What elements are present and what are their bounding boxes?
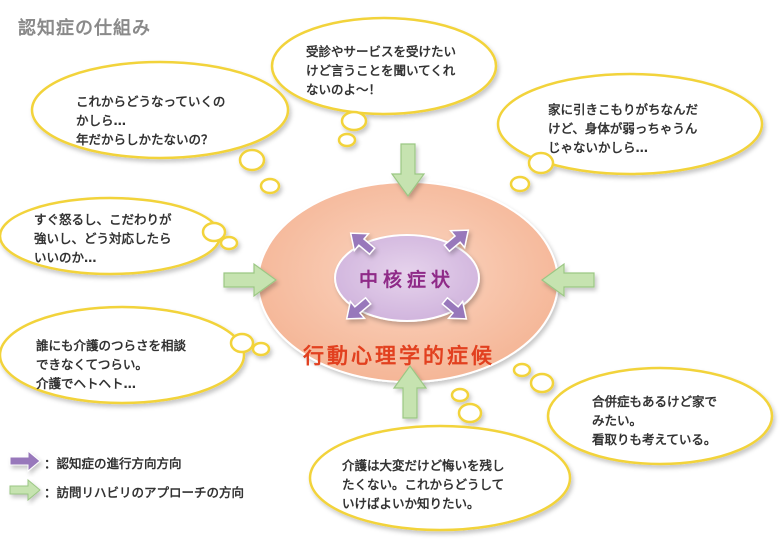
page-title: 認知症の仕組み	[18, 18, 151, 39]
bubble-line: けど言うことを聞いてくれ	[306, 63, 456, 78]
bubble-lower-right-tail-large	[529, 372, 555, 394]
bubble-bottom-center-tail-small	[450, 387, 470, 403]
legend-purple-label: ：認知症の進行方向方向	[44, 456, 182, 471]
bubble-top-left-text: これからどうなっていくの かしら… 年だからしかたないの？	[76, 92, 225, 149]
bubble-line: すぐ怒るし、こだわりが	[34, 212, 172, 227]
bubble-line: 年だからしかたないの？	[76, 132, 214, 147]
bubble-line: 受診やサービスを受けたい	[306, 44, 457, 59]
green-arrow-bottom-icon	[392, 364, 428, 419]
bubble-top-left	[30, 60, 290, 160]
bubble-line: 誰にも介護のつらさを相談	[36, 338, 187, 353]
bubble-top-left-tail-small	[259, 177, 281, 195]
bubble-line: じゃないかしら…	[548, 140, 649, 155]
bubble-top-center-tail-large	[340, 110, 368, 132]
bubble-lower-left	[0, 305, 246, 405]
bubble-lower-right-tail-small	[512, 362, 532, 378]
bubble-top-left-tail-large	[238, 148, 266, 172]
green-arrow-right-icon	[540, 262, 595, 298]
green-arrow-top-icon	[390, 143, 426, 198]
bubble-line: 介護でヘトヘト…	[36, 376, 137, 391]
purple-arrow-downleft-icon	[345, 296, 372, 320]
bubble-top-center	[270, 16, 498, 116]
legend-green-arrow-icon	[9, 478, 41, 502]
bubble-bottom-center-tail-large	[457, 402, 483, 424]
bubble-top-right-tail-large	[527, 151, 555, 175]
bubble-lower-right-text: 合併症もあるけど家で みたい。 看取りも考えている。	[592, 392, 717, 449]
bubble-line: 看取りも考えている。	[592, 432, 717, 447]
legend-green-label: ：訪問リハビリのアプローチの方向	[44, 485, 245, 500]
bubble-line: 合併症もあるけど家で	[592, 394, 718, 409]
bubble-line: 介護は大変だけど悔いを残し	[342, 458, 505, 473]
bubble-line: これからどうなっていくの	[76, 94, 226, 109]
bubble-lower-left-text: 誰にも介護のつらさを相談 できなくてつらい。 介護でヘトヘト…	[36, 336, 186, 393]
bubble-line: できなくてつらい。	[36, 357, 148, 372]
bubble-bottom-center-text: 介護は大変だけど悔いを残し たくない。これからどうして いけばよいか知りたい。	[342, 456, 505, 513]
bubble-line: けど、身体が弱っちゃうん	[548, 121, 698, 136]
bubble-line: たくない。これからどうして	[342, 477, 505, 492]
bubble-line: みたい。	[592, 413, 643, 428]
core-symptoms-label: 中核症状	[359, 269, 456, 291]
purple-arrow-upleft-icon	[349, 232, 376, 256]
bubble-mid-left-text: すぐ怒るし、こだわりが 強いし、どう対応したら いいのか…	[34, 210, 172, 267]
purple-arrow-upright-icon	[443, 229, 470, 253]
bubble-line: 強いし、どう対応したら	[34, 231, 172, 246]
purple-arrow-downright-icon	[441, 296, 468, 320]
bubble-lower-left-tail-large	[229, 332, 255, 354]
green-arrow-left-icon	[223, 262, 278, 298]
bpsd-label: 行動心理学的症候	[303, 344, 495, 368]
bubble-line: 家に引きこもりがちなんだ	[548, 102, 699, 117]
bubble-top-right-text: 家に引きこもりがちなんだ けど、身体が弱っちゃうん じゃないかしら…	[548, 100, 698, 157]
bubble-mid-left-tail-large	[201, 221, 227, 243]
bubble-mid-left-tail-small	[219, 235, 239, 251]
bubble-top-center-tail-small	[337, 132, 357, 148]
legend-purple-arrow-icon	[9, 449, 41, 473]
bubble-line: ないのよ～！	[306, 82, 382, 97]
bubble-lower-left-tail-small	[251, 341, 271, 357]
bubble-top-right	[496, 72, 764, 176]
bubble-line: いいのか…	[34, 250, 97, 265]
bubble-top-center-text: 受診やサービスを受けたい けど言うことを聞いてくれ ないのよ～！	[306, 42, 456, 99]
bubble-line: かしら…	[76, 113, 127, 128]
core-symptoms-ellipse	[334, 234, 480, 322]
bubble-top-right-tail-small	[509, 175, 531, 193]
bubble-line: いけばよいか知りたい。	[342, 496, 480, 511]
bubble-bottom-center	[308, 424, 572, 532]
bubble-lower-right	[546, 366, 774, 466]
